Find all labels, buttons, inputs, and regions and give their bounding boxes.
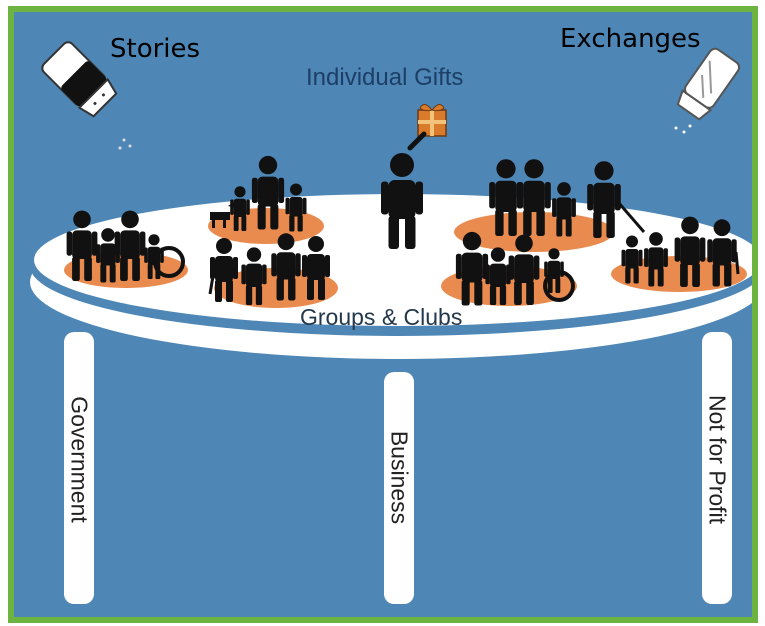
- salt-shaker-icon: [676, 47, 741, 121]
- table-diagram: [30, 41, 752, 604]
- wheelchair-icons: [153, 246, 575, 302]
- business-leg-label: Business: [386, 430, 413, 525]
- cane-icons: [208, 201, 740, 295]
- individual-gifts-label: Individual Gifts: [306, 64, 464, 91]
- wheelchair-icon: [543, 270, 575, 302]
- dog-icon: [210, 202, 236, 228]
- diagram-frame: Stories Exchanges Individual Gifts Group…: [8, 6, 758, 623]
- cane-icon: [208, 269, 216, 295]
- cane-icon: [734, 251, 740, 275]
- table-leg-center: [384, 372, 414, 604]
- gift-box-icon: [417, 104, 447, 137]
- government-leg-label: Government: [66, 396, 93, 523]
- wheelchair-icon: [153, 246, 185, 278]
- not-for-profit-leg-label: Not for Profit: [704, 394, 731, 525]
- groups-clubs-label: Groups & Clubs: [300, 304, 463, 330]
- pepper-shaker-icon: [41, 41, 118, 118]
- group-circle: [454, 212, 614, 252]
- table-leg-left: [64, 332, 94, 604]
- exchanges-label: Exchanges: [560, 24, 701, 54]
- salt-grains: [674, 124, 692, 134]
- stories-label: Stories: [110, 34, 201, 64]
- pepper-grains: [118, 138, 132, 150]
- cane-icon: [616, 201, 646, 233]
- table-leg-right: [702, 332, 732, 604]
